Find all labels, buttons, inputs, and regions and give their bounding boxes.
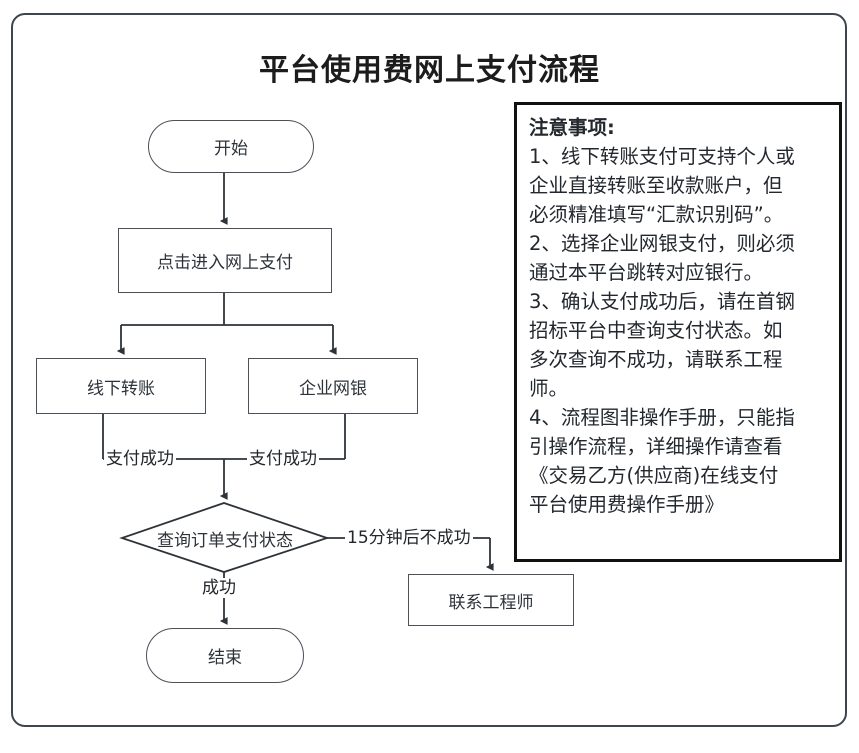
notes-line: 2、选择企业网银支付，则必须 [529, 232, 795, 255]
notes-heading: 注意事项: [529, 116, 615, 139]
notes-line: 3、确认支付成功后，请在首钢 [529, 290, 795, 313]
notes-line: 必须精准填写“汇款识别码”。 [529, 203, 784, 226]
node-contact-engineer[interactable]: 联系工程师 [408, 574, 574, 626]
notes-line: 多次查询不成功，请联系工程 [529, 348, 783, 371]
notes-line: 通过本平台跳转对应银行。 [529, 261, 764, 284]
notes-line: 《交易乙方(供应商)在线支付 [529, 464, 779, 487]
notes-box: 注意事项: 1、线下转账支付可支持个人或 企业直接转账至收款账户，但 必须精准填… [514, 102, 842, 562]
edge-label-timeout: 15分钟后不成功 [345, 528, 473, 548]
edge-label-offline-success: 支付成功 [104, 449, 176, 469]
node-start-label: 开始 [214, 139, 248, 159]
node-offline-label: 线下转账 [87, 378, 155, 399]
notes-line: 4、流程图非操作手册，只能指 [529, 406, 795, 429]
page-title: 平台使用费网上支付流程 [259, 53, 600, 88]
node-query-label: 查询订单支付状态 [157, 530, 293, 551]
notes-line: 引操作流程，详细操作请查看 [529, 435, 783, 458]
node-offline-transfer[interactable]: 线下转账 [36, 358, 206, 414]
node-end[interactable]: 结束 [146, 628, 304, 683]
node-enter-online-payment[interactable]: 点击进入网上支付 [118, 228, 332, 293]
edge-label-success: 成功 [200, 578, 238, 598]
notes-line: 师。 [529, 377, 569, 400]
notes-line: 平台使用费操作手册》 [529, 493, 725, 516]
notes-line: 企业直接转账至收款账户，但 [529, 174, 783, 197]
notes-line: 招标平台中查询支付状态。如 [529, 319, 783, 342]
node-query-payment-status[interactable]: 查询订单支付状态 [122, 524, 328, 552]
node-end-label: 结束 [208, 648, 242, 668]
node-bank-label: 企业网银 [299, 378, 367, 399]
edge-label-bank-success: 支付成功 [247, 449, 319, 469]
node-start[interactable]: 开始 [148, 120, 314, 173]
node-contact-label: 联系工程师 [448, 592, 534, 613]
node-corporate-ebank[interactable]: 企业网银 [248, 358, 418, 414]
node-entry-label: 点击进入网上支付 [157, 253, 293, 273]
notes-line: 1、线下转账支付可支持个人或 [529, 145, 795, 168]
